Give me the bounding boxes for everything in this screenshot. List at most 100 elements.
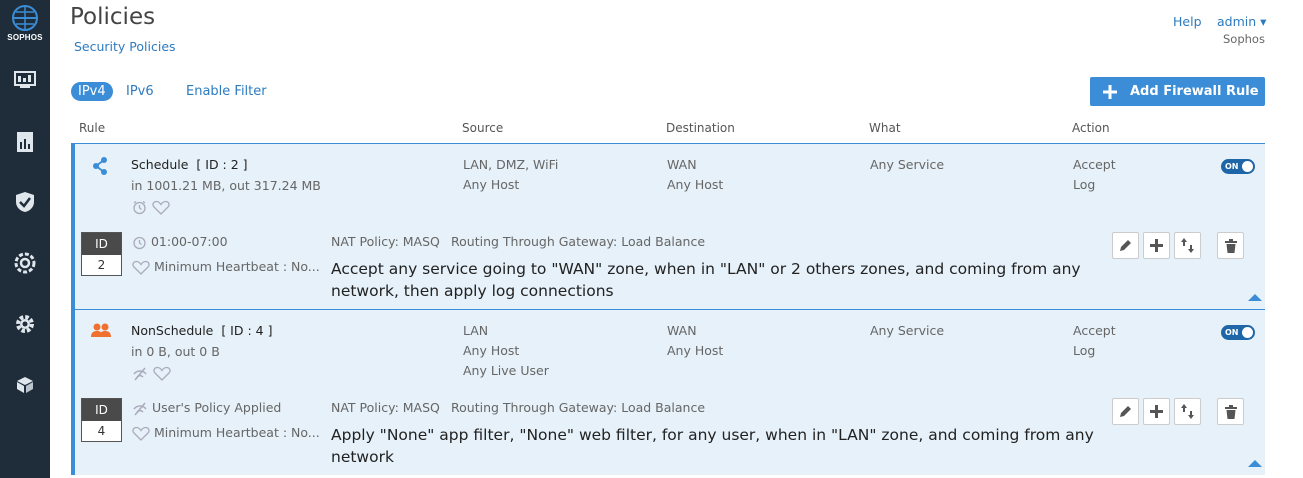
move-button[interactable] bbox=[1174, 232, 1201, 259]
gear-icon bbox=[16, 315, 34, 333]
add-button[interactable] bbox=[1143, 398, 1170, 425]
pencil-icon bbox=[1120, 240, 1131, 251]
id-box-value: 2 bbox=[97, 258, 106, 272]
nat-policy: NAT Policy: MASQ bbox=[331, 400, 440, 415]
rule-toggle[interactable]: ON bbox=[1221, 325, 1255, 340]
heartbeat-text: Minimum Heartbeat : No... bbox=[153, 425, 320, 440]
toggle-knob bbox=[1241, 326, 1254, 339]
rule-toggle[interactable]: ON bbox=[1221, 159, 1255, 174]
schedule-detail: 01:00-07:00 bbox=[132, 232, 228, 252]
nav-configure[interactable] bbox=[11, 249, 39, 277]
delete-button[interactable] bbox=[1217, 232, 1244, 259]
monitor-icon bbox=[14, 71, 36, 88]
source-line-3: Any Live User bbox=[463, 363, 549, 378]
globe-logo-icon bbox=[12, 5, 38, 31]
column-rule: Rule bbox=[79, 121, 106, 135]
edit-button[interactable] bbox=[1112, 232, 1139, 259]
heart-icon bbox=[152, 200, 170, 215]
trash-icon bbox=[1224, 404, 1237, 419]
rule-name[interactable]: NonSchedule [ ID : 4 ] bbox=[131, 323, 272, 338]
no-signal-icon bbox=[133, 367, 147, 381]
nav-protect[interactable] bbox=[11, 188, 39, 216]
breadcrumb[interactable]: Security Policies bbox=[74, 39, 176, 54]
heart-icon bbox=[132, 260, 150, 275]
what-service: Any Service bbox=[870, 157, 945, 172]
collapse-arrow-icon[interactable] bbox=[1248, 294, 1262, 301]
rule-name-text: Schedule bbox=[131, 157, 189, 172]
collapse-arrow-icon[interactable] bbox=[1248, 460, 1262, 467]
toggle-knob bbox=[1241, 160, 1254, 173]
move-button[interactable] bbox=[1174, 398, 1201, 425]
rule-name[interactable]: Schedule [ ID : 2 ] bbox=[131, 157, 248, 172]
source-line-1: LAN bbox=[463, 323, 489, 338]
add-firewall-rule-button[interactable]: Add Firewall Rule bbox=[1090, 77, 1265, 106]
destination-line-1: WAN bbox=[667, 157, 697, 172]
column-action: Action bbox=[1072, 121, 1110, 135]
users-icon bbox=[91, 323, 111, 337]
destination-line-2: Any Host bbox=[667, 343, 724, 358]
shield-icon bbox=[16, 192, 34, 212]
rule-card-nonschedule[interactable]: NonSchedule [ ID : 4 ] in 0 B, out 0 B L… bbox=[71, 309, 1265, 475]
report-icon bbox=[17, 132, 33, 152]
user-policy-detail: User's Policy Applied bbox=[132, 398, 281, 418]
share-icon bbox=[93, 157, 107, 175]
logo-text: SOPHOS bbox=[7, 33, 43, 42]
tab-ipv4[interactable]: IPv4 bbox=[71, 82, 113, 101]
rule-id-box: ID 2 bbox=[81, 232, 122, 276]
heartbeat-detail: Minimum Heartbeat : No... bbox=[132, 423, 320, 443]
id-box-head: ID bbox=[82, 399, 121, 421]
badge-gear-icon bbox=[14, 252, 36, 274]
pencil-icon bbox=[1120, 406, 1131, 417]
sidebar: SOPHOS bbox=[0, 0, 50, 478]
org-name: Sophos bbox=[1223, 32, 1265, 46]
source-line-2: Any Host bbox=[463, 343, 520, 358]
edit-button[interactable] bbox=[1112, 398, 1139, 425]
column-source: Source bbox=[462, 121, 504, 135]
heartbeat-text: Minimum Heartbeat : No... bbox=[153, 259, 320, 274]
main-content: Policies Security Policies Help admin ▾ … bbox=[50, 0, 1303, 478]
action-log: Log bbox=[1073, 177, 1096, 192]
nav-monitor[interactable] bbox=[11, 66, 39, 94]
heart-icon bbox=[153, 366, 171, 381]
toggle-label: ON bbox=[1225, 328, 1239, 337]
rule-id-box: ID 4 bbox=[81, 398, 122, 442]
page-title: Policies bbox=[70, 4, 156, 30]
rule-id-label: [ ID : 4 ] bbox=[221, 323, 273, 338]
add-button[interactable] bbox=[1143, 232, 1170, 259]
box-icon bbox=[17, 377, 33, 393]
help-link[interactable]: Help bbox=[1173, 14, 1202, 29]
rule-traffic: in 1001.21 MB, out 317.24 MB bbox=[131, 178, 321, 193]
heartbeat-detail: Minimum Heartbeat : No... bbox=[132, 257, 320, 277]
rule-card-schedule[interactable]: Schedule [ ID : 2 ] in 1001.21 MB, out 3… bbox=[71, 143, 1265, 309]
id-box-value: 4 bbox=[97, 424, 106, 438]
user-policy-text: User's Policy Applied bbox=[151, 400, 282, 415]
schedule-time: 01:00-07:00 bbox=[150, 234, 228, 249]
routing-gateway: Routing Through Gateway: Load Balance bbox=[451, 234, 706, 249]
alarm-clock-icon bbox=[133, 236, 146, 250]
nav-packages[interactable] bbox=[11, 371, 39, 399]
plus-icon bbox=[1150, 239, 1163, 252]
nav-reports[interactable] bbox=[11, 128, 39, 156]
sophos-logo[interactable]: SOPHOS bbox=[0, 4, 50, 42]
column-destination: Destination bbox=[666, 121, 735, 135]
nav-system[interactable] bbox=[11, 310, 39, 338]
rule-summary: Accept any service going to "WAN" zone, … bbox=[331, 260, 1081, 300]
plus-icon bbox=[1150, 405, 1163, 418]
tab-ipv6[interactable]: IPv6 bbox=[126, 84, 154, 99]
admin-menu[interactable]: admin ▾ bbox=[1217, 14, 1267, 29]
heart-icon bbox=[132, 426, 150, 441]
action-log: Log bbox=[1073, 343, 1096, 358]
plus-icon bbox=[1103, 84, 1117, 99]
rule-name-text: NonSchedule bbox=[131, 323, 214, 338]
routing-gateway: Routing Through Gateway: Load Balance bbox=[451, 400, 706, 415]
rule-summary: Apply "None" app filter, "None" web filt… bbox=[331, 426, 1094, 466]
rule-flag-icons bbox=[132, 363, 171, 382]
move-arrows-icon bbox=[1181, 238, 1194, 253]
source-line-2: Any Host bbox=[463, 177, 520, 192]
id-box-head: ID bbox=[82, 233, 121, 255]
enable-filter-link[interactable]: Enable Filter bbox=[186, 84, 267, 99]
nat-policy: NAT Policy: MASQ bbox=[331, 234, 440, 249]
trash-icon bbox=[1224, 238, 1237, 253]
destination-line-1: WAN bbox=[667, 323, 697, 338]
delete-button[interactable] bbox=[1217, 398, 1244, 425]
